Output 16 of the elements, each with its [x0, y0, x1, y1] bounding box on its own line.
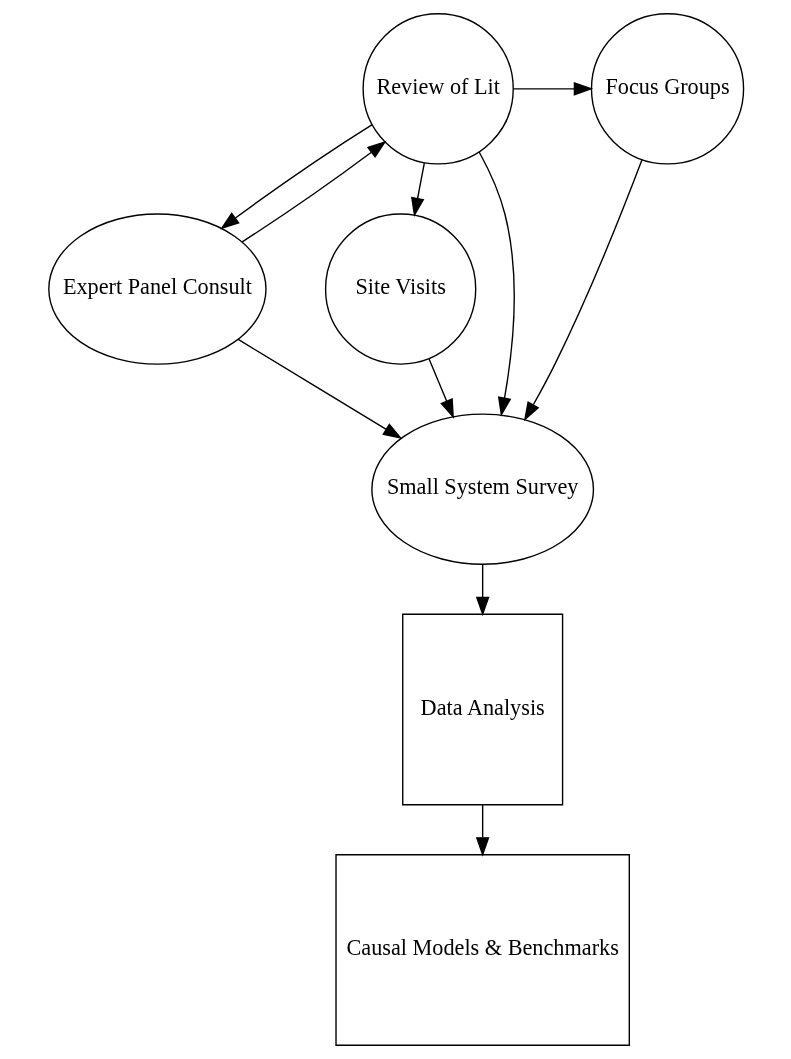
arrow [219, 123, 373, 230]
arrow [427, 358, 454, 419]
arrow [241, 140, 387, 243]
arrow [475, 804, 489, 857]
node-box: Causal Models & Benchmarks [334, 854, 630, 1046]
arrow [237, 338, 402, 440]
arrow [512, 82, 593, 96]
arrow [478, 151, 515, 417]
arrow [410, 162, 425, 218]
node-circle: Site Visits [324, 213, 476, 365]
arrow [475, 564, 489, 617]
node-ellipse: Small System Survey [370, 413, 594, 565]
node-box: Data Analysis [401, 613, 563, 806]
node-circle: Review of Lit [361, 13, 514, 165]
node-circle: Focus Groups [590, 13, 744, 165]
arrow [523, 159, 643, 422]
